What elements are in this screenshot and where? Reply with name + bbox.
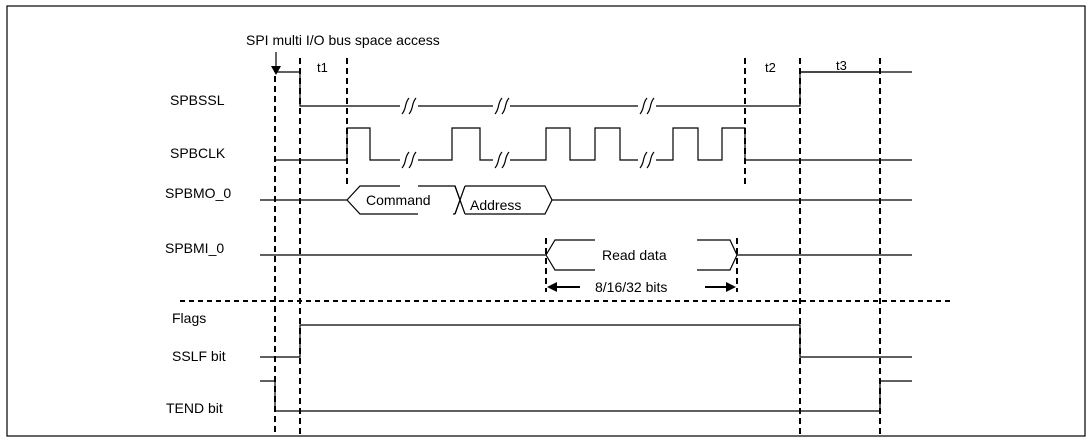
spbssl-break-2: [494, 97, 510, 115]
spbmi-wave: [260, 239, 912, 271]
tend-label: TEND bit: [166, 400, 223, 416]
t2-label: t2: [765, 60, 776, 75]
spbclk-break-3: [639, 151, 655, 169]
spbssl-wave: [275, 71, 912, 107]
diagram-frame: [6, 5, 1086, 437]
t3-label: t3: [836, 58, 847, 73]
width-label: 8/16/32 bits: [595, 279, 667, 295]
spbclk-break-1: [401, 151, 417, 169]
spbmo-command-cell: [346, 185, 418, 215]
tend-wave: [260, 380, 912, 412]
t1-label: t1: [317, 60, 328, 75]
sslf-wave: [260, 324, 912, 358]
spbssl-break-3: [639, 97, 655, 115]
spbssl-break-1: [401, 97, 417, 115]
spbclk-wave: [275, 127, 912, 161]
width-arrow-left-icon: [547, 282, 557, 292]
read-data-label: Read data: [602, 247, 667, 263]
access-title: SPI multi I/O bus space access: [246, 32, 440, 48]
spbmo-label: SPBMO_0: [165, 185, 231, 201]
spbmi-label: SPBMI_0: [165, 240, 224, 256]
address-label: Address: [470, 197, 521, 213]
sslf-label: SSLF bit: [172, 348, 226, 364]
flags-title: Flags: [172, 310, 206, 326]
spbclk-break-2: [494, 151, 510, 169]
width-arrow-right-icon: [726, 282, 736, 292]
spbclk-label: SPBCLK: [170, 145, 226, 161]
command-label: Command: [366, 192, 431, 208]
spbssl-label: SPBSSL: [170, 92, 225, 108]
